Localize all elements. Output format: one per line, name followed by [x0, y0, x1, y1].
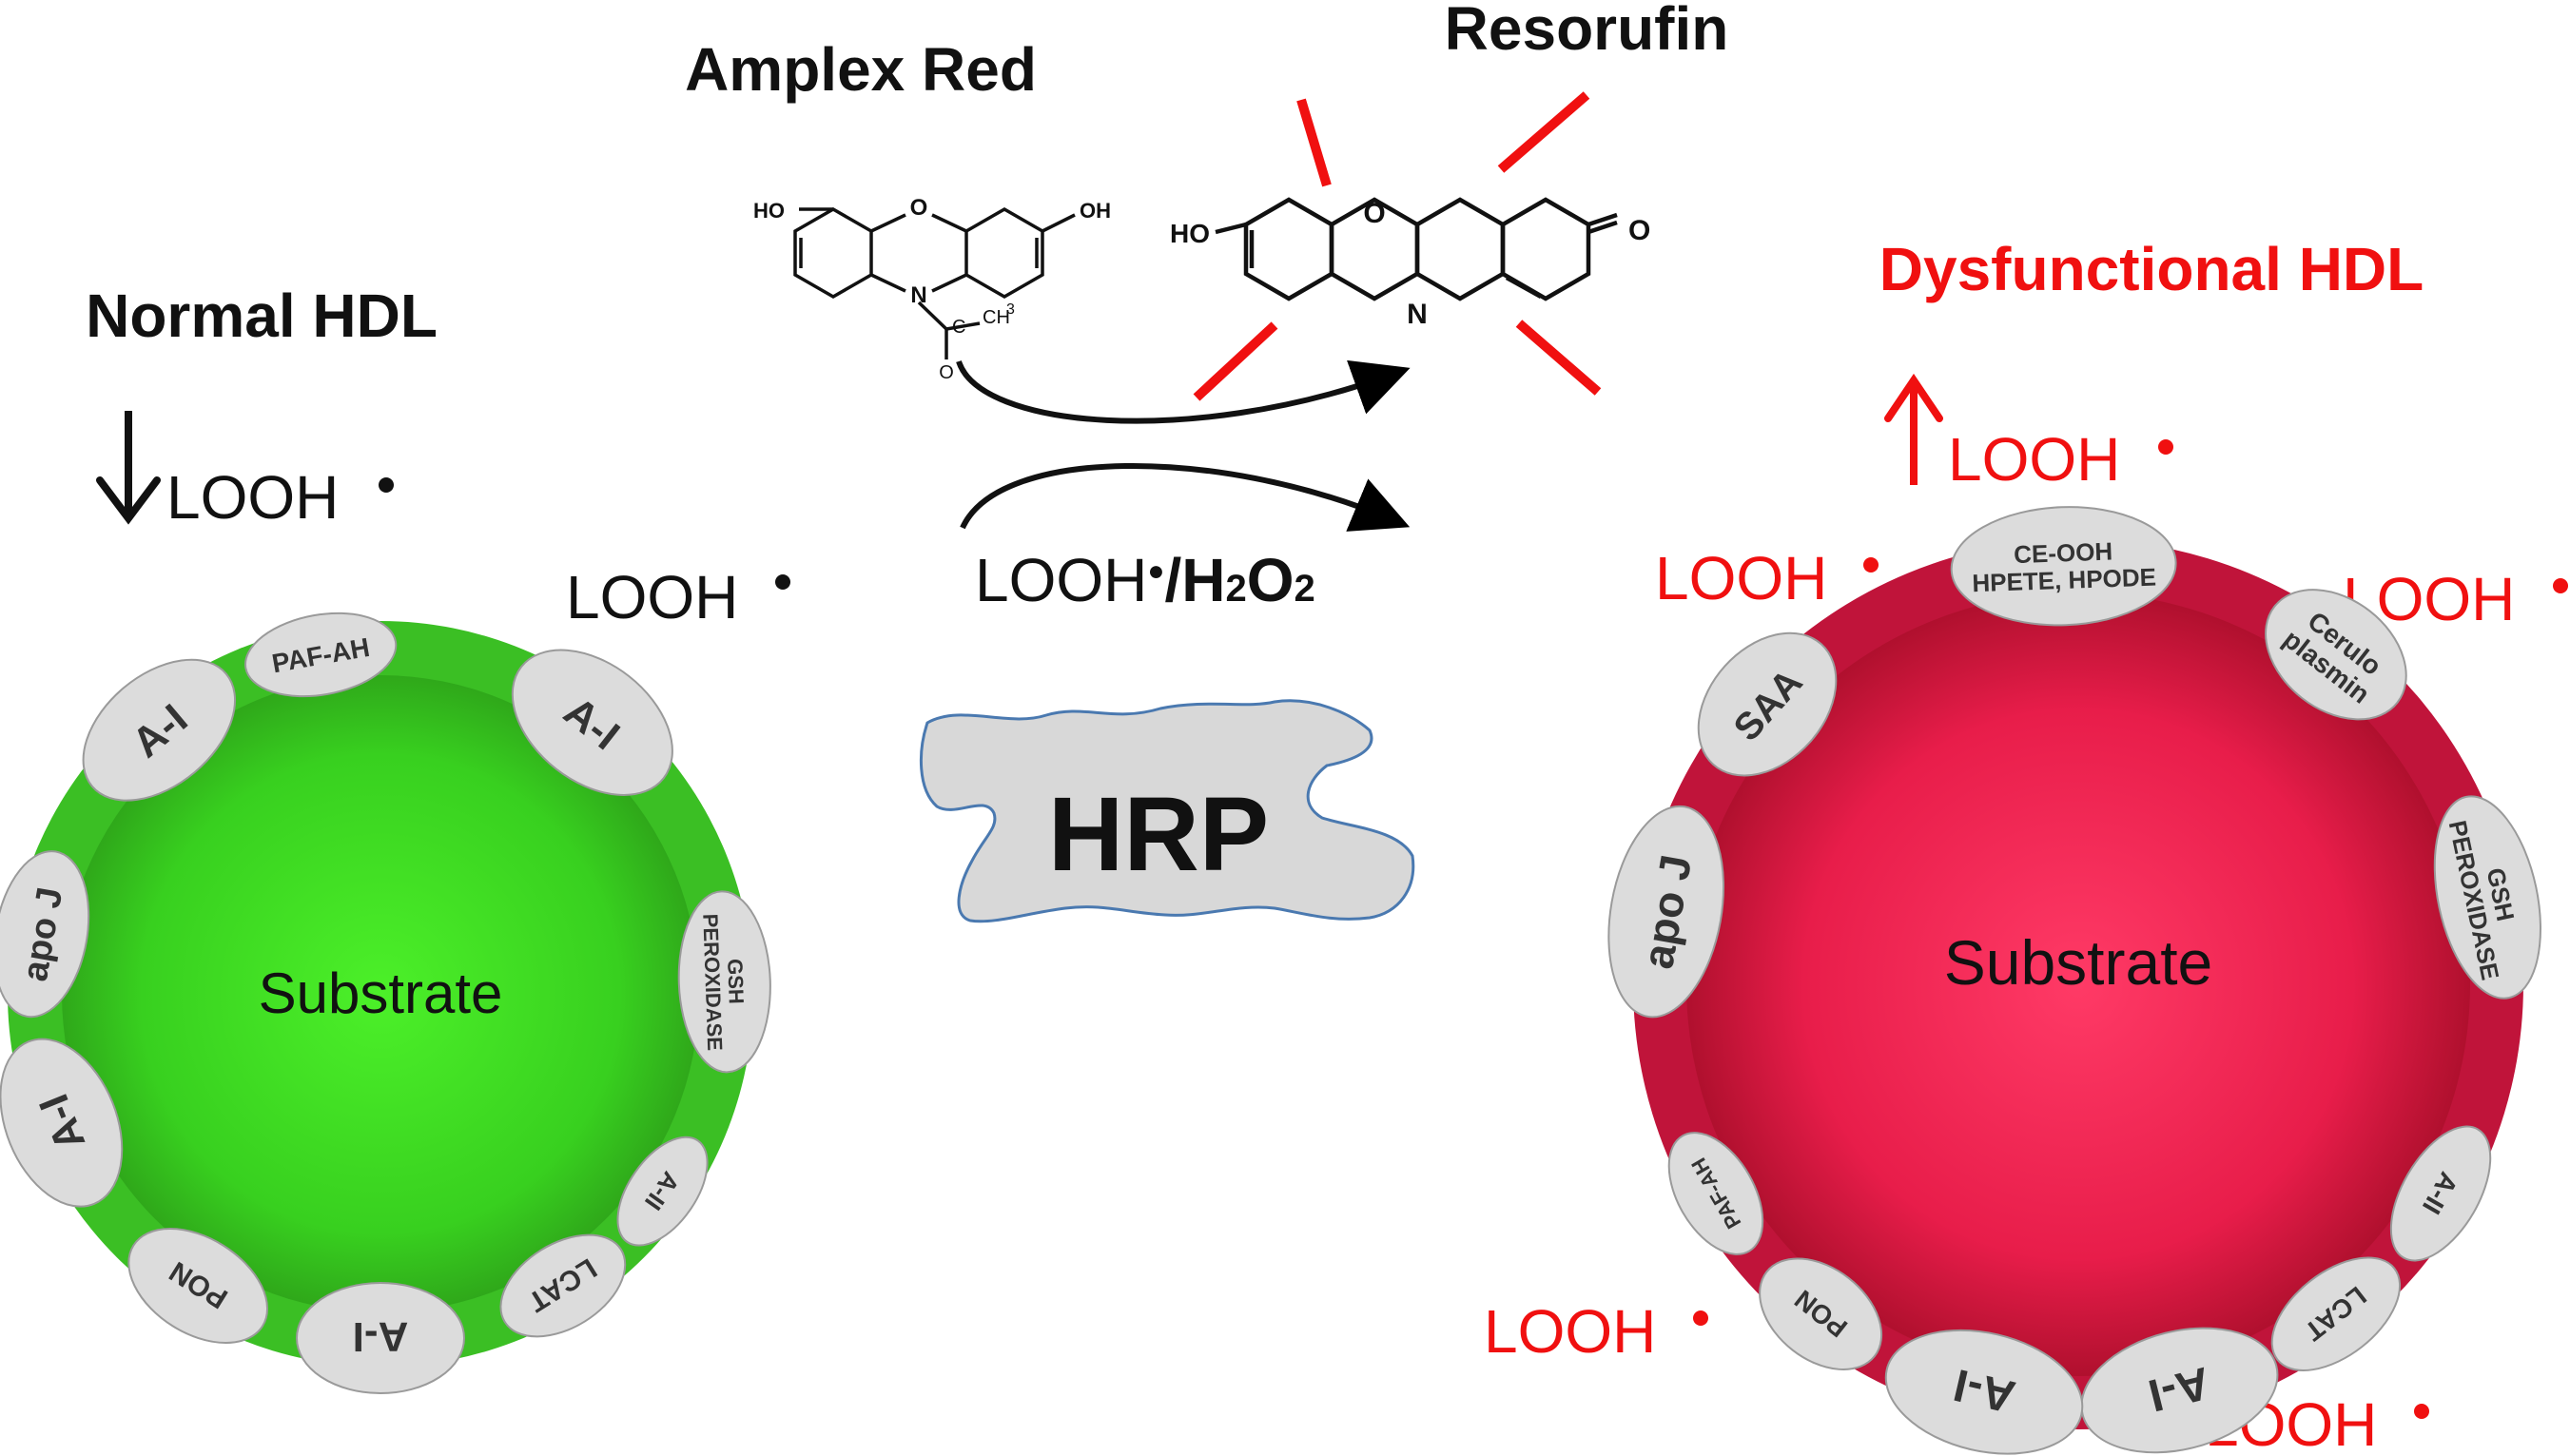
dysfunctional-protein-label: HPETE, HPODE	[1972, 563, 2157, 598]
radical-dot-icon	[2414, 1404, 2429, 1419]
radical-dot-icon	[775, 574, 790, 590]
amplex-ho: HO	[753, 199, 785, 223]
dysfunctional-protein-pon: PON	[1759, 1257, 1883, 1370]
hrp-enzyme: HRP	[919, 699, 1415, 923]
resorufin-ring-o: O	[1363, 198, 1385, 229]
radical-dot-icon	[1693, 1310, 1708, 1326]
normal-protein-a-i: A-I	[82, 658, 237, 802]
resorufin-ho: HO	[1170, 219, 1210, 248]
fluorescence-rays	[1193, 91, 1602, 401]
amplex-acetyl-3: 3	[1006, 301, 1015, 318]
normal-hdl-particle: PAF-AHA-IGSHPEROXIDASEA-IILCATA-IPONA-Ia…	[0, 612, 771, 1394]
normal-protein-a-ii: A-II	[616, 1136, 709, 1247]
dysfunctional-substrate-label: Substrate	[1944, 927, 2213, 998]
dysfunctional-protein-paf-ah: PAF-AH	[1667, 1132, 1764, 1255]
normal-protein-a-i: A-I	[296, 1282, 465, 1394]
resorufin-title: Resorufin	[1445, 0, 1729, 63]
dysfunctional-protein-lcat: LCAT	[2270, 1256, 2402, 1371]
amplex-acetyl-o: O	[939, 362, 954, 383]
looh-normal-decrease: LOOH	[166, 463, 339, 532]
normal-protein-apo-j: apo J	[0, 850, 90, 1019]
dysfunctional-protein-saa: SAA	[1697, 631, 1838, 777]
normal-substrate-label: Substrate	[259, 961, 503, 1025]
normal-hdl-title: Normal HDL	[86, 281, 438, 350]
amplex-red-structure	[793, 206, 1076, 359]
amplex-oh: OH	[1080, 199, 1111, 223]
hrp-label: HRP	[1048, 776, 1269, 893]
looh-red-3: LOOH	[1484, 1297, 1656, 1366]
increase-arrow-icon	[1884, 373, 1943, 485]
amplex-acetyl-c: C	[952, 317, 965, 338]
resorufin-keto-o: O	[1628, 215, 1650, 246]
amplex-ring-o: O	[910, 195, 928, 221]
radical-dot-icon	[379, 477, 394, 493]
peroxide-arrow	[960, 462, 1411, 532]
amplex-ring-n: N	[910, 282, 926, 308]
decrease-arrow-icon	[96, 411, 161, 525]
dysfunctional-protein-a-i: A-I	[2080, 1327, 2279, 1454]
normal-protein-paf-ah: PAF-AH	[244, 612, 398, 698]
amplex-acetyl-ch: CH	[983, 307, 1010, 328]
normal-protein-lcat: LCAT	[499, 1233, 627, 1338]
normal-protein-a-i: A-I	[0, 1038, 124, 1208]
looh-near-normal: LOOH	[566, 563, 738, 631]
normal-protein-a-i: A-I	[511, 649, 673, 796]
normal-protein-label: PEROXIDASE	[698, 913, 727, 1051]
dysfunctional-protein-apo-j: apo J	[1607, 805, 1725, 1019]
dysfunctional-protein-a-ii: A-II	[2389, 1125, 2492, 1262]
radical-dot-icon	[2158, 439, 2173, 455]
dysfunctional-protein-a-i: A-I	[1884, 1329, 2084, 1455]
radical-dot-icon	[2553, 578, 2568, 593]
dysfunctional-hdl-title: Dysfunctional HDL	[1879, 235, 2424, 303]
looh-dysfunctional-increase: LOOH	[1948, 425, 2120, 494]
resorufin-ring-n: N	[1407, 299, 1428, 330]
normal-protein-label: A-I	[353, 1313, 409, 1360]
radical-dot-icon	[1863, 557, 1879, 573]
normal-protein-pon: PON	[127, 1228, 269, 1344]
amplex-red-title: Amplex Red	[685, 35, 1037, 104]
looh-red-1: LOOH	[1655, 544, 1827, 612]
amplex-to-resorufin-arrow	[956, 359, 1411, 424]
resorufin-structure	[1215, 197, 1618, 301]
looh-h2o2-label: LOOH●/H2O2	[975, 546, 1315, 614]
dysfunctional-protein-label: CE-OOH	[2014, 537, 2113, 570]
normal-protein-label: GSH	[723, 959, 749, 1005]
